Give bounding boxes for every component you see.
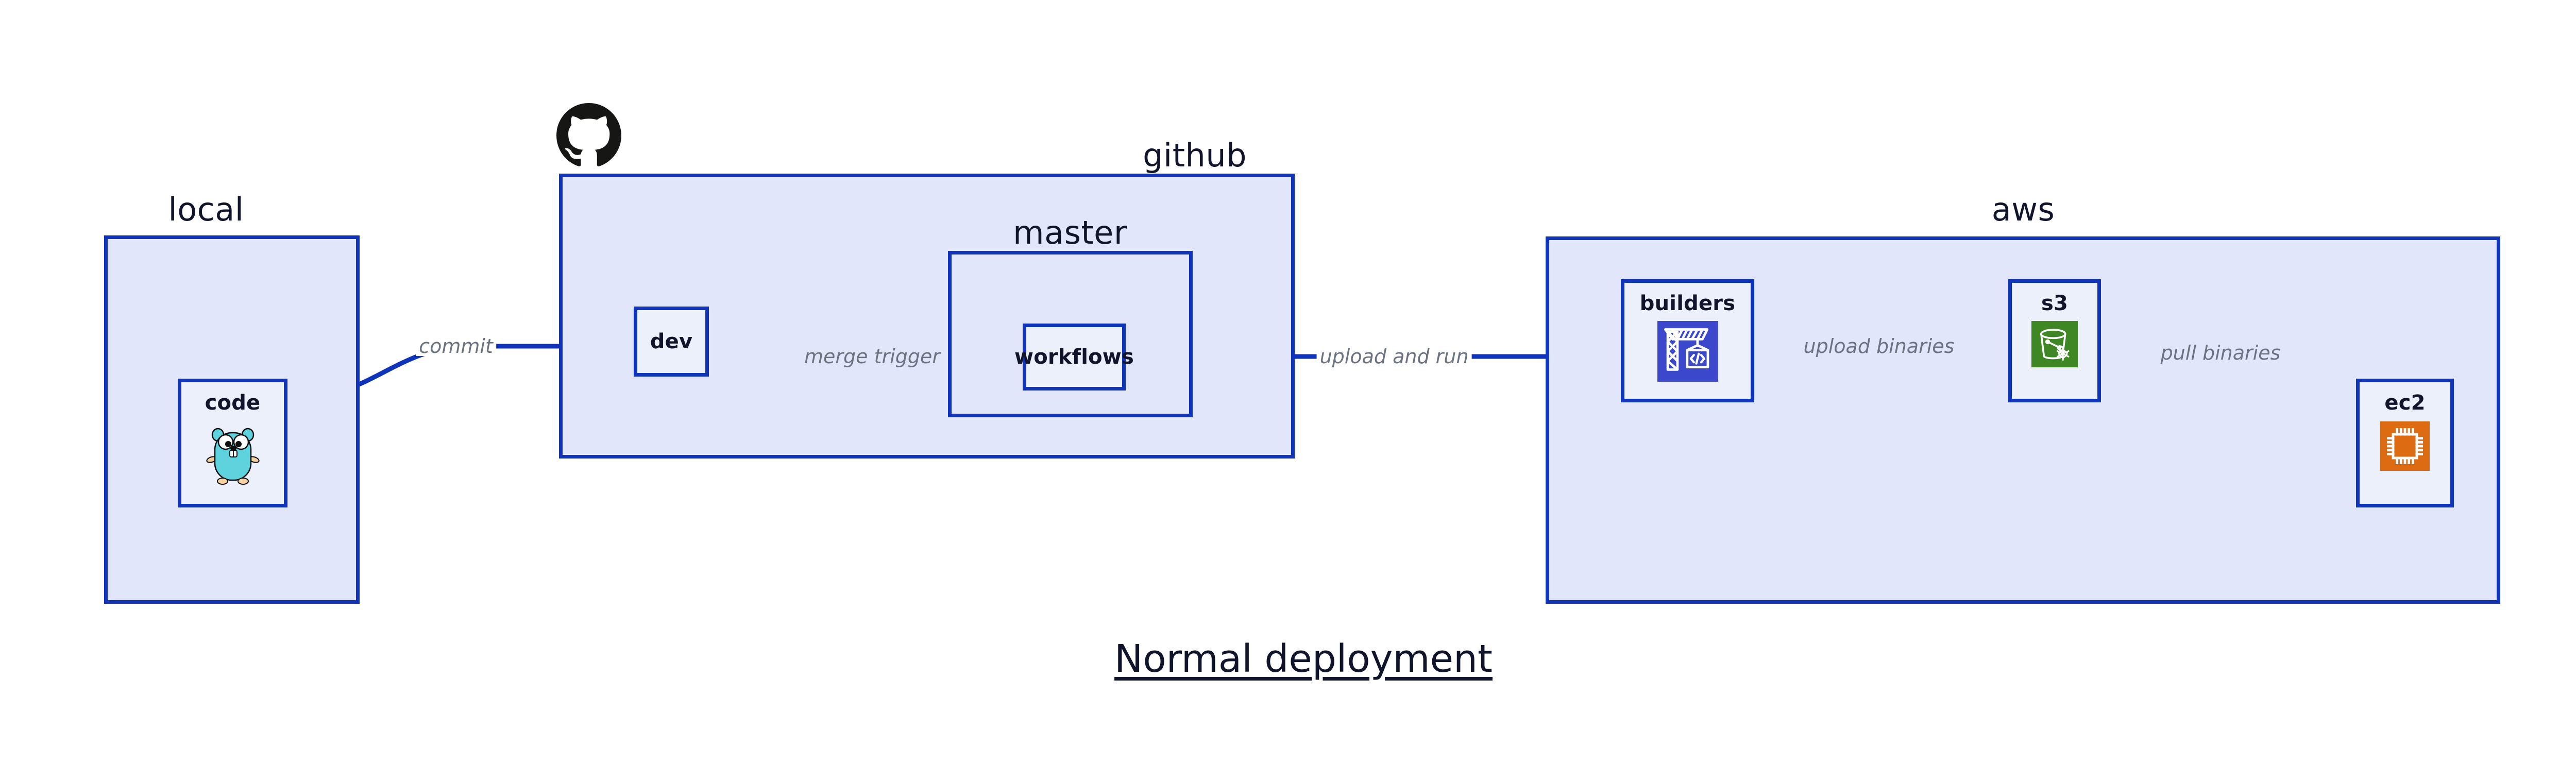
node-s3-label: s3 xyxy=(2041,292,2069,315)
aws-codebuild-crane-icon xyxy=(1657,321,1718,384)
group-local-label: local xyxy=(168,191,244,228)
edge-label-merge-trigger: merge trigger xyxy=(801,347,943,366)
node-s3[interactable]: s3 xyxy=(2008,279,2101,402)
node-dev-label: dev xyxy=(650,330,693,353)
figure-title: Normal deployment xyxy=(1114,637,1493,681)
edge-label-pull-binaries: pull binaries xyxy=(2157,343,2284,363)
github-octocat-logo xyxy=(556,103,621,170)
node-ec2[interactable]: ec2 xyxy=(2356,379,2454,507)
go-gopher-icon xyxy=(206,421,260,488)
aws-ec2-chip-icon xyxy=(2380,421,2430,473)
node-builders[interactable]: builders xyxy=(1621,279,1754,402)
group-github-label: github xyxy=(1143,137,1247,174)
node-code[interactable]: code xyxy=(178,379,287,507)
node-code-label: code xyxy=(205,391,261,415)
edge-label-upload-and-run: upload and run xyxy=(1316,347,1472,366)
node-dev[interactable]: dev xyxy=(634,307,709,377)
node-workflows[interactable]: workflows xyxy=(1014,324,1134,390)
node-workflows-label: workflows xyxy=(1014,345,1134,369)
node-ec2-label: ec2 xyxy=(2384,391,2426,415)
group-aws-label: aws xyxy=(1991,191,2055,228)
aws-s3-glacier-bucket-icon xyxy=(2031,321,2078,369)
edge-label-commit: commit xyxy=(416,336,496,356)
edge-label-upload-binaries: upload binaries xyxy=(1800,336,1958,356)
group-master-label: master xyxy=(1013,214,1127,251)
node-builders-label: builders xyxy=(1639,292,1736,315)
